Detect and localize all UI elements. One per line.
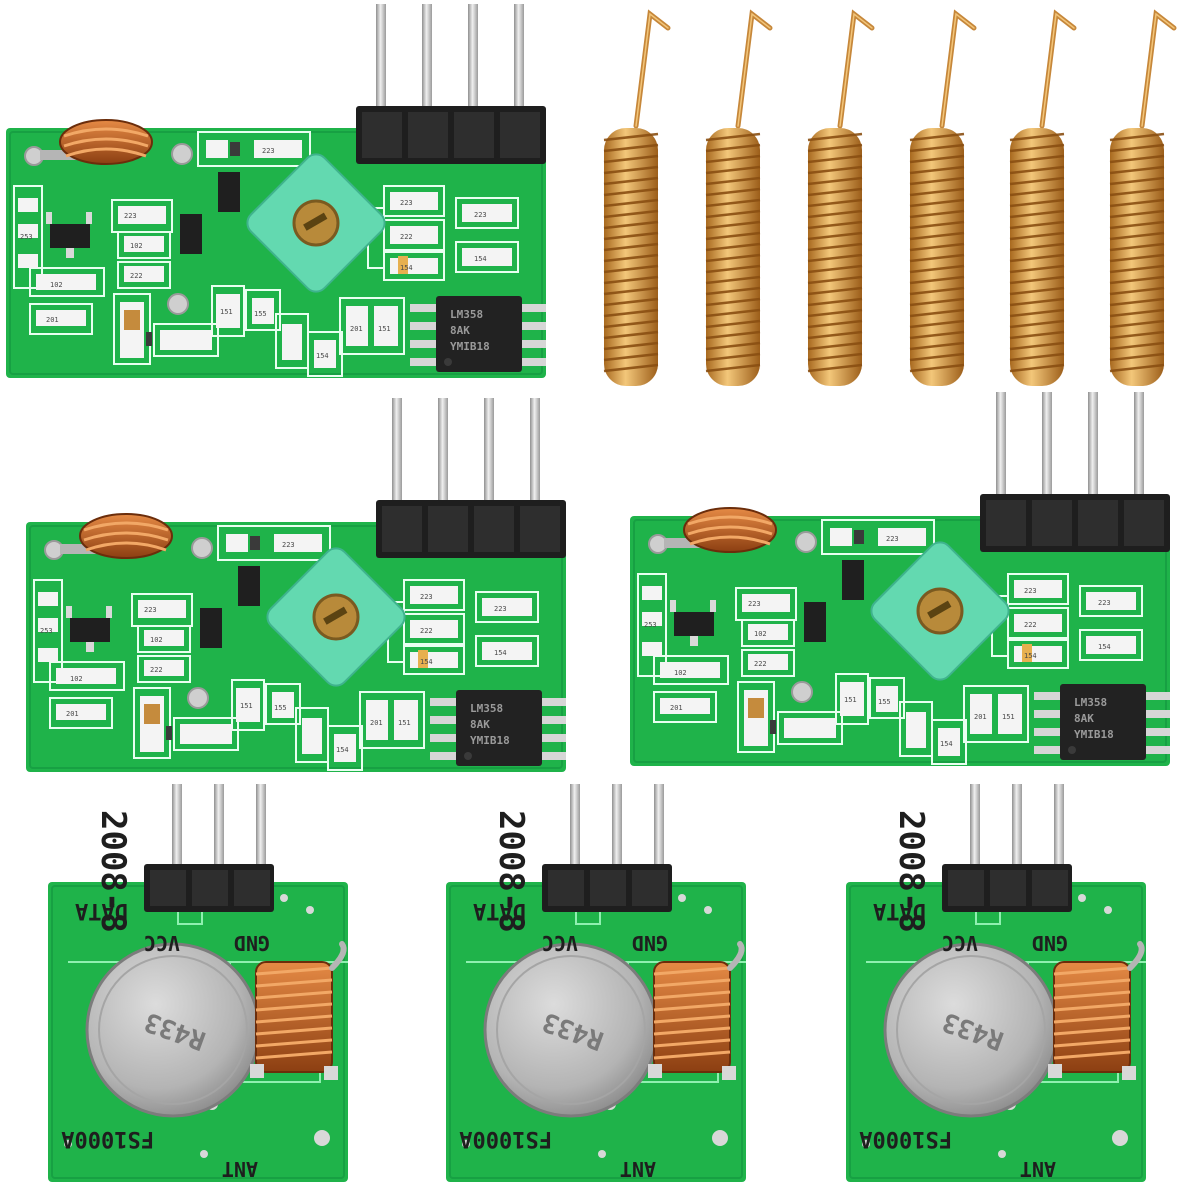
op-amp-chip-label: LM358 8AK YMIB18	[450, 308, 490, 353]
spring-antenna-icon	[910, 14, 974, 386]
label-vcc: VCC	[144, 931, 180, 955]
label-vcc: VCC	[542, 931, 578, 955]
label-part: FS1000A	[859, 1126, 952, 1151]
receiver-module-3: LM358 8AK YMIB18	[628, 392, 1172, 768]
chip-line1: LM358	[450, 308, 483, 321]
label-ant: ANT	[620, 1157, 656, 1181]
label-data: DATA	[473, 898, 526, 923]
label-part: FS1000A	[459, 1126, 552, 1151]
label-model: 2008-8	[491, 810, 531, 933]
header-pins	[996, 392, 1144, 522]
chip-line2: 8AK	[1074, 712, 1094, 725]
spring-antenna-icon	[604, 14, 668, 386]
label-gnd: GND	[234, 931, 270, 955]
label-ant: ANT	[222, 1157, 258, 1181]
transmitter-module-1: DATA VCC GND 2008-8 FS1000A ANT R433	[48, 784, 348, 1182]
label-gnd: GND	[632, 931, 668, 955]
label-data: DATA	[873, 898, 926, 923]
header-pins	[172, 784, 266, 894]
transmitter-module-3: DATA VCC GND 2008-8 FS1000A ANT R433	[846, 784, 1146, 1182]
op-amp-chip-label: LM358 8AK YMIB18	[1074, 696, 1114, 741]
label-vcc: VCC	[942, 931, 978, 955]
label-part: FS1000A	[61, 1126, 154, 1151]
chip-line1: LM358	[470, 702, 503, 715]
spring-antennas	[604, 14, 1174, 386]
spring-antenna-icon	[1110, 14, 1174, 386]
spring-antenna-icon	[808, 14, 872, 386]
transmitter-module-2: DATA VCC GND 2008-8 FS1000A ANT R433	[446, 784, 746, 1182]
chip-line1: LM358	[1074, 696, 1107, 709]
label-gnd: GND	[1032, 931, 1068, 955]
header-pins	[376, 4, 524, 134]
receiver-module-1: LM358 8AK YMIB18	[4, 4, 548, 380]
receiver-module-2: LM358 8AK YMIB18	[24, 398, 568, 774]
chip-line3: YMIB18	[1074, 728, 1114, 741]
header-pins	[570, 784, 664, 894]
header-pins	[392, 398, 540, 528]
label-model: 2008-8	[891, 810, 931, 933]
chip-line3: YMIB18	[450, 340, 490, 353]
spring-antenna-icon	[1010, 14, 1074, 386]
spring-antenna-icon	[706, 14, 770, 386]
label-data: DATA	[75, 898, 128, 923]
chip-line2: 8AK	[470, 718, 490, 731]
chip-line2: 8AK	[450, 324, 470, 337]
label-ant: ANT	[1020, 1157, 1056, 1181]
chip-line3: YMIB18	[470, 734, 510, 747]
header-pins	[970, 784, 1064, 894]
label-model: 2008-8	[93, 810, 133, 933]
op-amp-chip-label: LM358 8AK YMIB18	[470, 702, 510, 747]
